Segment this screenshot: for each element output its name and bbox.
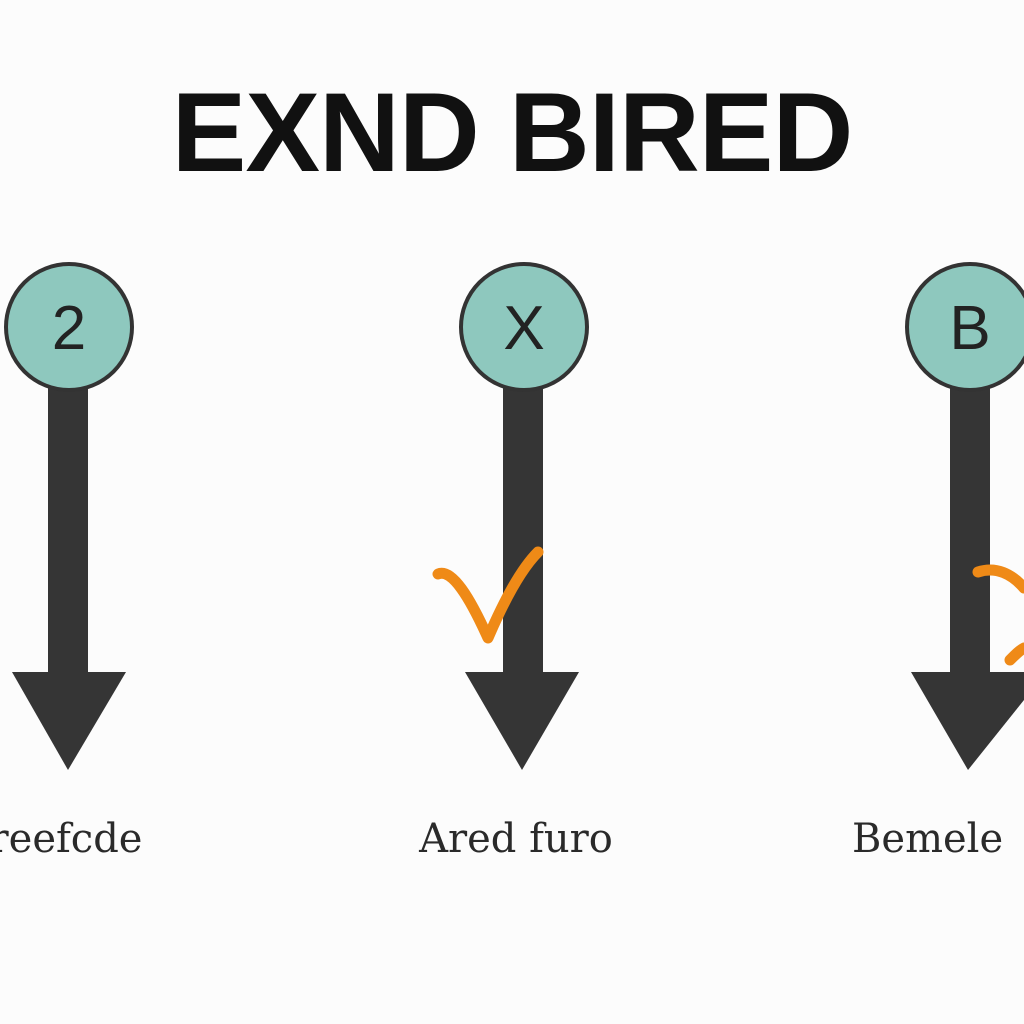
step-caption: Bemele	[852, 816, 1003, 862]
step-node-label: X	[503, 294, 544, 363]
step-node	[4, 262, 134, 392]
step-node-label: 2	[52, 294, 86, 363]
check-icon	[432, 546, 544, 644]
step-node	[459, 262, 589, 392]
page-title: EXND BIRED	[171, 70, 854, 195]
step-node	[905, 262, 1024, 392]
step-1: 2 reefcde	[0, 262, 142, 862]
arrow-head	[911, 672, 1024, 770]
step-2: X Ared furo	[418, 262, 613, 862]
step-node-label: B	[949, 294, 990, 363]
arrow-shaft	[48, 385, 88, 680]
arrow-head	[465, 672, 579, 770]
arrow-head	[12, 672, 126, 770]
arrow-shaft	[950, 385, 990, 680]
step-caption: Ared furo	[418, 816, 613, 862]
step-3: B Bemele	[852, 262, 1024, 862]
step-caption: reefcde	[0, 816, 142, 862]
arrow-shaft	[503, 385, 543, 680]
partial-check-icon	[972, 564, 1024, 666]
